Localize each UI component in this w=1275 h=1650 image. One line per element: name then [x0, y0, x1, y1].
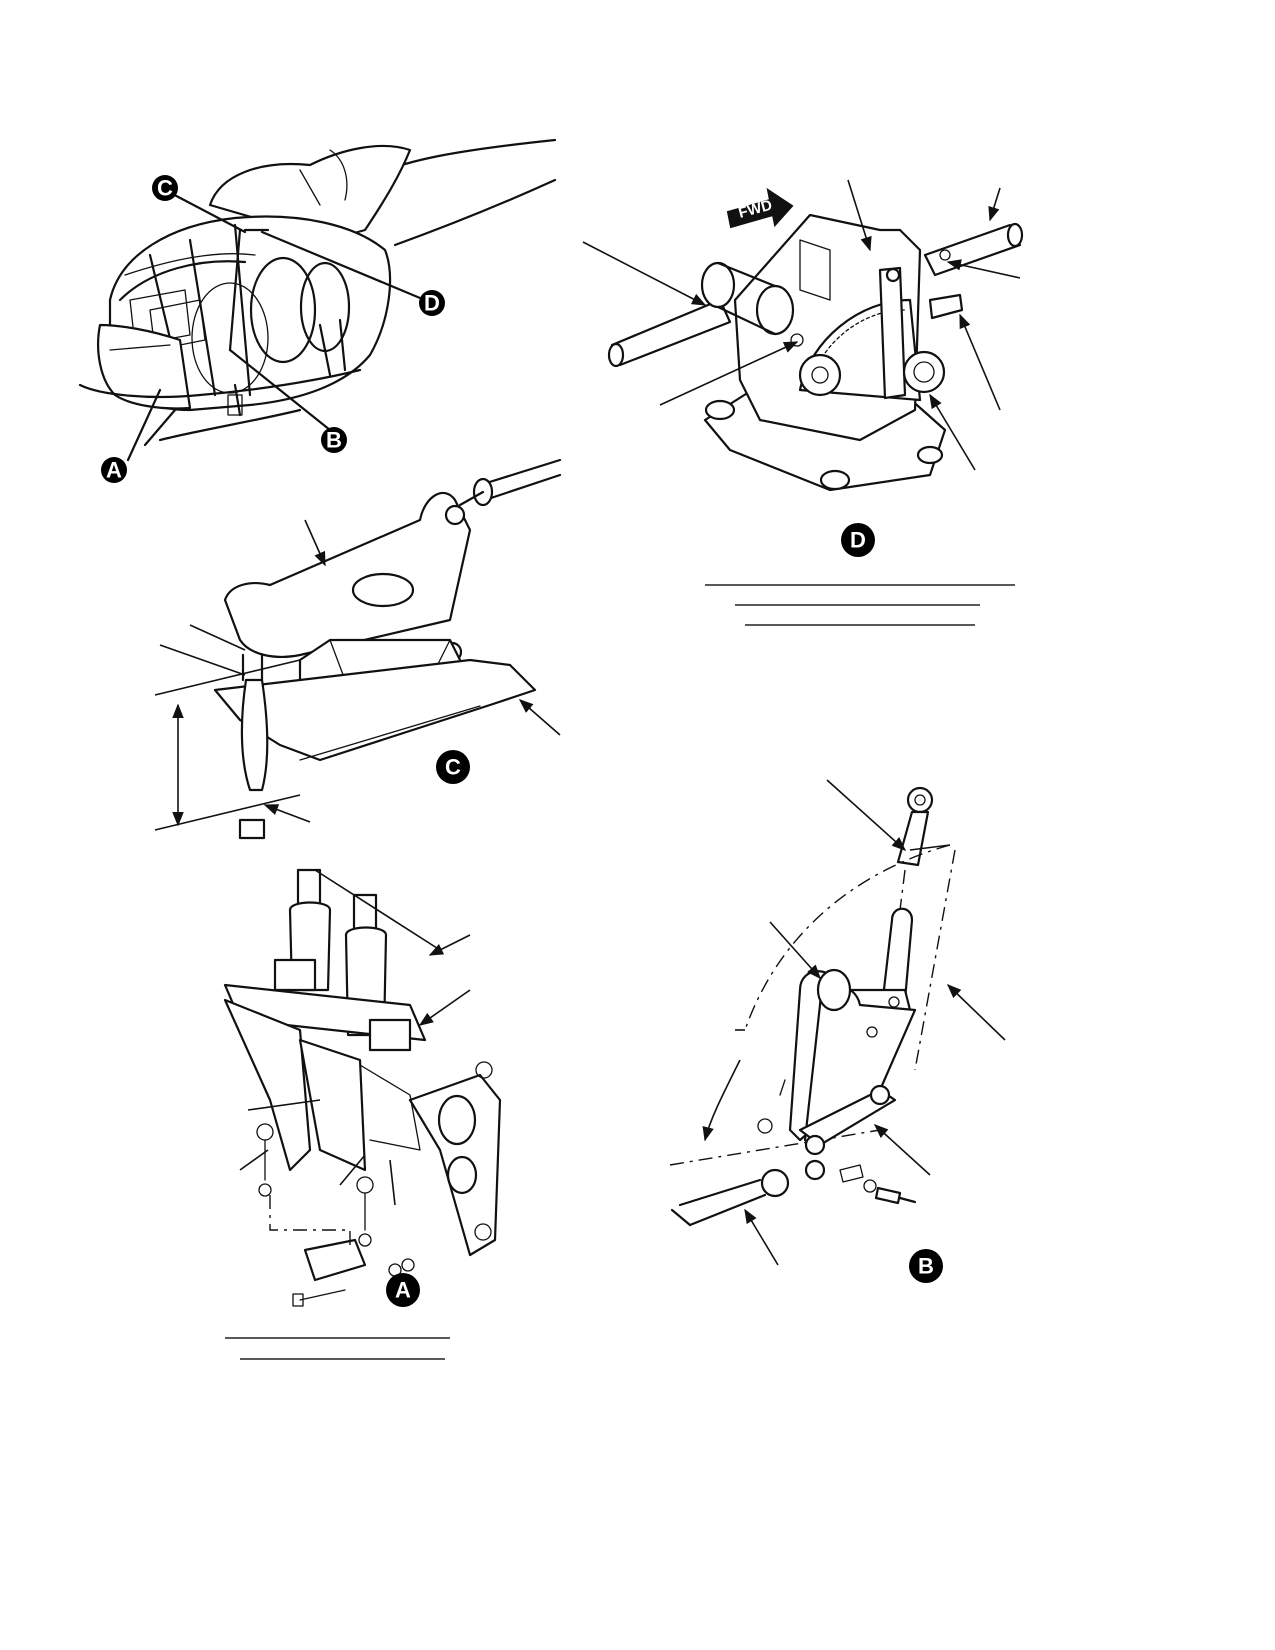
detail-b-linkage: B: [669, 779, 1006, 1283]
detail-d-badge: [841, 523, 875, 557]
callout-c-label: C: [157, 176, 173, 201]
detail-b-label: B: [918, 1254, 934, 1279]
detail-c-label: C: [445, 755, 461, 780]
callout-a-label: A: [106, 458, 122, 483]
callout-a-badge: [101, 457, 127, 483]
detail-c-badge: [436, 750, 470, 784]
callout-b-badge: [321, 427, 347, 453]
detail-a-label: A: [395, 1278, 411, 1303]
detail-a-columns: A: [223, 868, 502, 1307]
callout-d-label: D: [424, 291, 440, 316]
detail-c-bellcrank: C: [154, 458, 562, 840]
detail-a-badge: [386, 1273, 420, 1307]
callout-c-badge: [152, 175, 178, 201]
callout-d-badge: [419, 290, 445, 316]
helicopter-overview: C D B A: [78, 138, 557, 483]
callout-b-label: B: [326, 428, 342, 453]
detail-b-badge: [909, 1249, 943, 1283]
detail-d-gearbox: FWD: [582, 179, 1024, 557]
fwd-arrow-icon: FWD: [726, 187, 794, 229]
detail-d-label: D: [850, 528, 866, 553]
